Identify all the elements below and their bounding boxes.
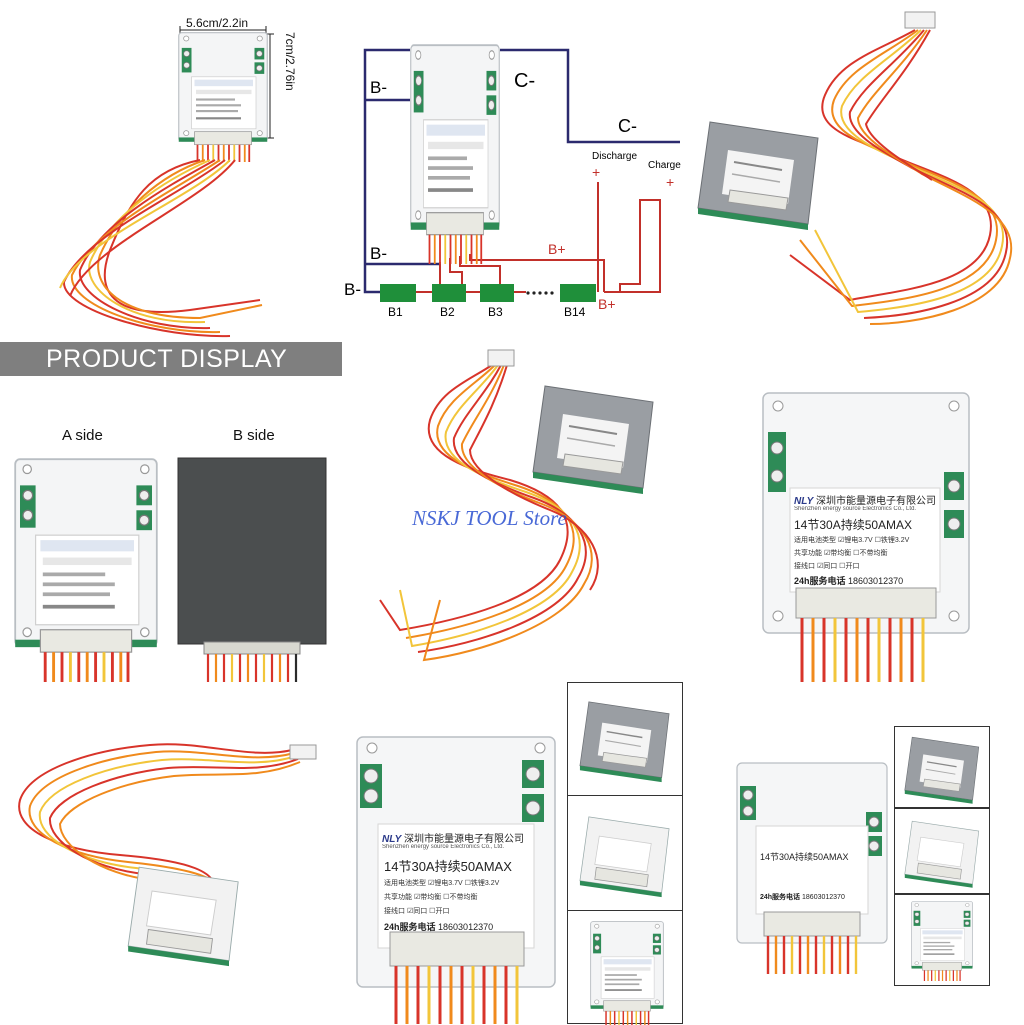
thumbnail-frame-4 (894, 726, 990, 808)
label-service-line-center: 24h服务电话 18603012370 (384, 922, 494, 932)
dimension-width-label: 5.6cm/2.2in (186, 16, 249, 30)
diagram-b-minus-bottom: B- (344, 280, 361, 299)
label-row1: 适用电池类型 ☑锂电3.7V ☐铁锂3.2V (794, 537, 910, 544)
thumbnail-frame-3 (567, 910, 683, 1024)
b-side-label: B side (233, 427, 275, 444)
diagram-b-plus-bottom: B+ (598, 296, 616, 312)
label-brand-logo: NLY (794, 496, 814, 507)
diagram-b-minus-mid: B- (370, 244, 387, 263)
thumbnail-frame-1 (567, 682, 683, 796)
diagram-plus-charge: + (666, 174, 675, 190)
diagram-c-minus: C- (514, 70, 536, 92)
diagram-b-minus-top: B- (370, 78, 387, 97)
board-b-side (177, 457, 327, 682)
product-display-banner: PRODUCT DISPLAY (0, 342, 342, 376)
label-row3-center: 接线口 ☑同口 ☐开口 (384, 908, 450, 915)
cell-label-b3: B3 (488, 305, 503, 319)
label-brand-line: NLY 深圳市能量源电子有限公司 (794, 492, 940, 507)
label-spec-far-right: 14节30A持续50AMAX (760, 852, 849, 862)
board-photo-tilted-bottom-left (127, 866, 239, 967)
label-row3: 接线口 ☑同口 ☐开口 (794, 563, 860, 570)
label-row1-center: 适用电池类型 ☑锂电3.7V ☐铁锂3.2V (384, 880, 500, 887)
label-spec: 14节30A持续50AMAX (794, 518, 913, 532)
label-company-cn: 深圳市能量源电子有限公司 (816, 496, 937, 507)
diagram-charge-label: Charge (648, 160, 681, 171)
label-company-en: Shenzhen energy source Electronics Co., … (794, 506, 917, 512)
diagram-c-minus-right: C- (618, 116, 637, 136)
board-closeup-right: NLY 深圳市能量源电子有限公司 Shenzhen energy source … (762, 392, 970, 682)
thumbnail-frame-6 (894, 894, 990, 986)
diagram-b-plus-top: B+ (548, 241, 566, 257)
cell-label-b14: B14 (564, 305, 586, 319)
board-closeup-far-right: 14节30A持续50AMAX 24h服务电话 18603012370 (736, 762, 888, 974)
label-company-en-center: Shenzhen energy source Electronics Co., … (382, 844, 505, 850)
a-side-label: A side (62, 427, 103, 444)
cell-label-b1: B1 (388, 305, 403, 319)
board-closeup-center: NLY 深圳市能量源电子有限公司 Shenzhen energy source … (356, 736, 556, 1024)
label-phone-far-right: 24h服务电话 18603012370 (760, 894, 845, 901)
label-row2-center: 共享功能 ☑带均衡 ☐不带均衡 (384, 894, 478, 901)
cell-label-b2: B2 (440, 305, 455, 319)
label-brand-line-center: NLY 深圳市能量源电子有限公司 (382, 834, 525, 845)
label-service-line: 24h服务电话 18603012370 (794, 576, 904, 586)
thumbnail-frame-2 (567, 795, 683, 911)
diagram-plus-discharge: + (592, 164, 601, 180)
thumbnail-frame-5 (894, 808, 990, 894)
store-watermark: NSKJ TOOL Store (412, 506, 567, 530)
label-spec-center: 14节30A持续50AMAX (384, 859, 512, 874)
label-row2: 共享功能 ☑带均衡 ☐不带均衡 (794, 550, 888, 557)
diagram-discharge-label: Discharge (592, 151, 638, 162)
